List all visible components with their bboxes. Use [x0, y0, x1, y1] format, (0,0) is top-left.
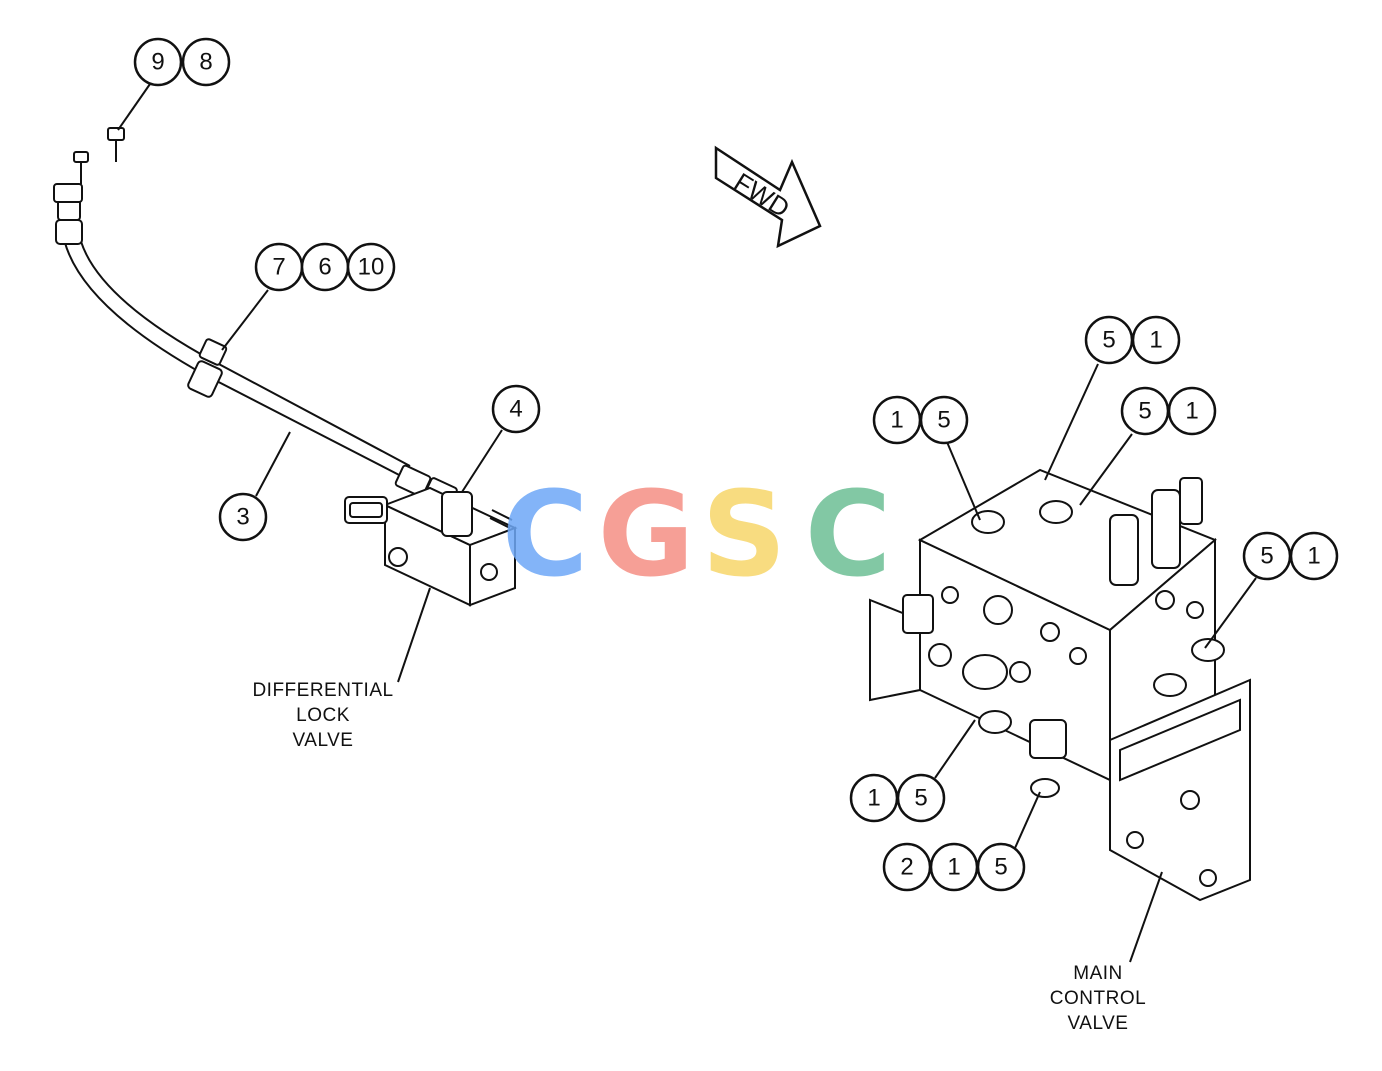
callout-number: 9 — [151, 49, 164, 76]
callout-5-1-top: 5 1 — [1084, 315, 1181, 365]
callout-number: 8 — [199, 49, 212, 76]
callout-4: 4 — [491, 384, 541, 434]
callout-3: 3 — [218, 492, 268, 542]
callout-5-1-second: 5 1 — [1120, 386, 1217, 436]
callout-number: 5 — [1138, 398, 1151, 425]
callout-1-5-top: 1 5 — [872, 395, 969, 445]
callout-number: 1 — [890, 407, 903, 434]
callout-number: 3 — [236, 504, 249, 531]
fwd-direction-arrow: FWD — [714, 145, 822, 249]
watermark-letter: G — [598, 465, 695, 603]
watermark-letter: C — [502, 465, 589, 603]
callout-number: 5 — [914, 785, 927, 812]
callout-number: 4 — [509, 396, 522, 423]
callout-7-6-10: 7 6 10 — [254, 242, 396, 292]
callout-number: 1 — [947, 854, 960, 881]
main-control-valve-drawing — [869, 468, 1251, 902]
label-line: CONTROL — [1050, 988, 1146, 1009]
cgsc-watermark: C G S C — [502, 465, 892, 603]
callout-number: 1 — [1307, 543, 1320, 570]
callout-5-1-right: 5 1 — [1242, 531, 1339, 581]
main-control-valve-label: MAIN CONTROL VALVE — [1050, 963, 1146, 1034]
callout-2-1-5: 2 1 5 — [882, 842, 1026, 892]
callout-number: 1 — [1185, 398, 1198, 425]
differential-lock-valve-drawing — [344, 486, 518, 607]
callout-number: 6 — [318, 254, 331, 281]
callout-number: 5 — [1260, 543, 1273, 570]
leader-lines — [117, 83, 1257, 963]
watermark-letter: S — [702, 465, 787, 603]
label-line: LOCK — [296, 705, 350, 726]
label-line: MAIN — [1073, 963, 1123, 984]
callout-number: 2 — [900, 854, 913, 881]
callout-number: 5 — [1102, 327, 1115, 354]
callout-number: 1 — [1149, 327, 1162, 354]
callout-number: 5 — [994, 854, 1007, 881]
callout-number: 10 — [358, 254, 385, 281]
label-line: DIFFERENTIAL — [252, 680, 393, 701]
label-line: VALVE — [293, 730, 354, 751]
callout-number: 1 — [867, 785, 880, 812]
label-line: VALVE — [1068, 1013, 1129, 1034]
callout-9-8: 9 8 — [133, 37, 231, 87]
callout-number: 5 — [937, 407, 950, 434]
differential-lock-valve-label: DIFFERENTIAL LOCK VALVE — [252, 680, 393, 751]
watermark-letter: C — [805, 465, 892, 603]
callout-1-5-bottom: 1 5 — [849, 773, 946, 823]
callout-number: 7 — [272, 254, 285, 281]
hose-assembly — [53, 127, 458, 511]
